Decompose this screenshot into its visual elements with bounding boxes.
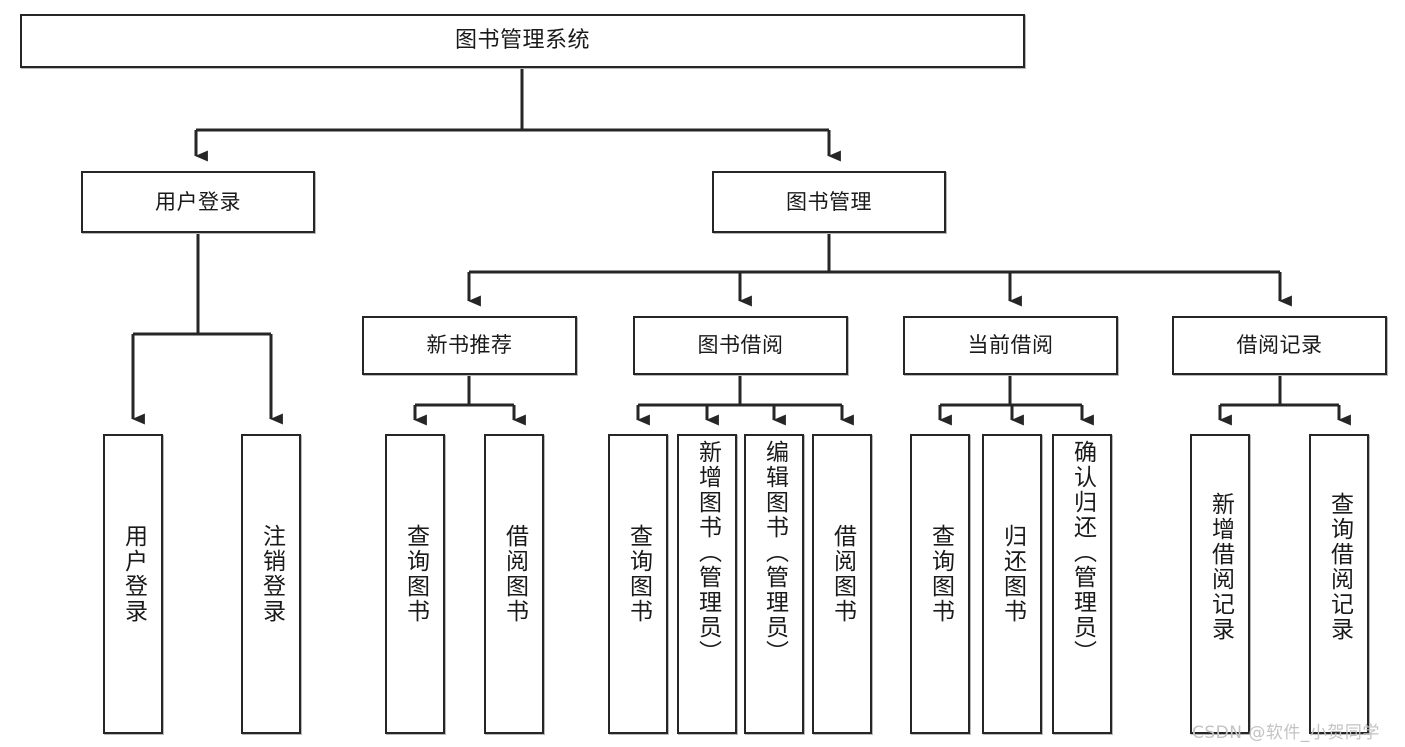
node-current-borrow-label: 当前借阅 — [967, 333, 1054, 358]
node-leaf-borrow-lend[interactable]: 借阅图书 — [812, 434, 872, 734]
node-leaf-rec-query[interactable]: 查询图书 — [385, 434, 445, 734]
node-leaf-cur-query[interactable]: 查询图书 — [910, 434, 970, 734]
node-leaf-rec-query2[interactable]: 查询借阅记录 — [1309, 434, 1369, 734]
node-root[interactable]: 图书管理系统 — [20, 14, 1025, 68]
node-current-borrow[interactable]: 当前借阅 — [903, 316, 1118, 375]
node-user-login-label: 用户登录 — [155, 189, 241, 214]
node-leaf-rec-add[interactable]: 新增借阅记录 — [1190, 434, 1250, 734]
node-leaf-rec-add-label: 新增借阅记录 — [1207, 492, 1234, 642]
node-leaf-rec-borrow[interactable]: 借阅图书 — [484, 434, 544, 734]
node-leaf-cur-return[interactable]: 归还图书 — [982, 434, 1042, 734]
node-root-label: 图书管理系统 — [454, 28, 590, 54]
node-book-manage[interactable]: 图书管理 — [712, 171, 946, 233]
node-borrow-record-label: 借阅记录 — [1236, 333, 1323, 358]
node-leaf-rec-query2-label: 查询借阅记录 — [1326, 492, 1353, 642]
node-leaf-user-login-label: 用户登录 — [120, 524, 147, 624]
node-leaf-borrow-add-label: 新增图书（管理员） — [694, 440, 721, 665]
node-leaf-borrow-edit[interactable]: 编辑图书（管理员） — [744, 434, 804, 734]
node-new-book-rec-label: 新书推荐 — [426, 333, 513, 358]
node-leaf-cur-confirm-label: 确认归还（管理员） — [1069, 440, 1096, 665]
node-leaf-user-logout[interactable]: 注销登录 — [241, 434, 301, 734]
node-book-manage-label: 图书管理 — [786, 189, 872, 214]
node-leaf-borrow-edit-label: 编辑图书（管理员） — [761, 440, 788, 665]
node-leaf-cur-confirm[interactable]: 确认归还（管理员） — [1052, 434, 1112, 734]
node-leaf-borrow-lend-label: 借阅图书 — [829, 524, 856, 624]
node-leaf-borrow-query[interactable]: 查询图书 — [608, 434, 668, 734]
node-leaf-user-login[interactable]: 用户登录 — [103, 434, 163, 734]
node-leaf-cur-return-label: 归还图书 — [999, 524, 1026, 624]
node-leaf-borrow-add[interactable]: 新增图书（管理员） — [677, 434, 737, 734]
node-leaf-rec-borrow-label: 借阅图书 — [501, 524, 528, 624]
node-new-book-rec[interactable]: 新书推荐 — [362, 316, 577, 375]
node-book-borrow[interactable]: 图书借阅 — [633, 316, 848, 375]
node-leaf-rec-query-label: 查询图书 — [402, 524, 429, 624]
node-leaf-cur-query-label: 查询图书 — [927, 524, 954, 624]
node-leaf-borrow-query-label: 查询图书 — [625, 524, 652, 624]
node-user-login[interactable]: 用户登录 — [81, 171, 315, 233]
csdn-watermark: CSDN @软件_小贺同学 — [1192, 723, 1380, 743]
node-borrow-record[interactable]: 借阅记录 — [1172, 316, 1387, 375]
node-book-borrow-label: 图书借阅 — [697, 333, 784, 358]
node-leaf-user-logout-label: 注销登录 — [258, 524, 285, 624]
